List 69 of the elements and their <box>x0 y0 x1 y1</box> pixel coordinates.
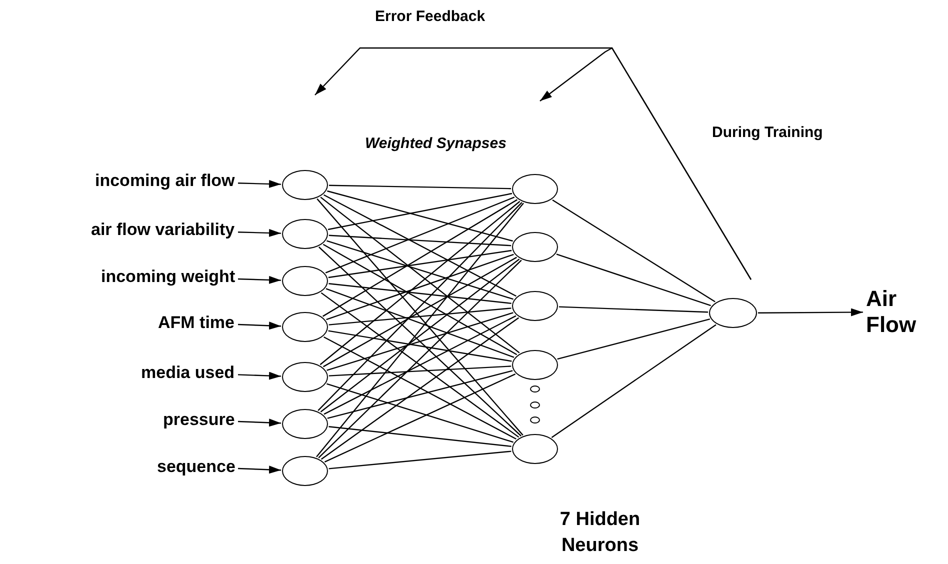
connection-line <box>556 254 711 306</box>
arrow <box>540 47 752 280</box>
input-label: AFM time <box>158 313 234 333</box>
annotation-text: Error Feedback <box>375 8 486 25</box>
connection-line <box>557 318 710 360</box>
connection-line <box>325 196 515 274</box>
neuron-circle <box>282 362 328 392</box>
connection-line <box>324 194 516 297</box>
connection-line <box>326 240 514 300</box>
connection-line <box>320 292 520 438</box>
connection-line <box>551 324 716 438</box>
annotation-text: 7 Hidden Neurons <box>558 508 642 558</box>
neuron-circle <box>512 232 558 262</box>
connection-line <box>318 260 522 458</box>
input-label: air flow variability <box>91 220 235 240</box>
annotation-text: Weighted Synapses <box>365 135 506 152</box>
connection-line <box>558 306 708 313</box>
arrow <box>238 180 282 188</box>
connection-line <box>326 254 514 320</box>
connection-line <box>328 426 512 447</box>
neuron-circle <box>282 312 328 342</box>
neuron-circle <box>282 266 328 296</box>
connection-line <box>322 244 518 356</box>
connection-line <box>324 374 516 462</box>
arrow <box>238 228 282 237</box>
arrow <box>238 418 282 427</box>
connection-line <box>326 383 514 443</box>
connection-line <box>318 246 522 436</box>
arrow <box>238 372 282 380</box>
connection-line <box>324 315 516 415</box>
arrow <box>238 466 282 474</box>
neuron-circle <box>512 434 558 464</box>
connection-line <box>328 330 512 362</box>
neuron-circle <box>512 174 558 204</box>
neuron-circle <box>282 456 328 486</box>
input-label: media used <box>141 363 235 383</box>
connection-line <box>328 308 512 326</box>
arrow <box>238 322 282 330</box>
connection-line <box>328 250 512 278</box>
connection-line <box>324 336 516 440</box>
connection-line <box>327 370 513 419</box>
neuron-circle <box>282 409 328 439</box>
connection-line <box>326 288 514 358</box>
connection-line <box>326 312 514 371</box>
connection-line <box>322 199 518 317</box>
arrow <box>238 276 282 284</box>
output-label: Air Flow <box>866 286 946 338</box>
neuron-circle <box>512 291 558 321</box>
input-label: incoming weight <box>101 267 236 287</box>
connection-line <box>328 192 512 230</box>
connection-line <box>328 234 512 246</box>
neuron-circle <box>282 219 328 249</box>
connection-line <box>328 450 512 470</box>
neuron-circle <box>512 350 558 380</box>
connection-line <box>327 190 513 242</box>
connection-line <box>320 258 520 412</box>
connection-line <box>328 184 512 190</box>
connection-line <box>328 366 512 376</box>
neuron-circle <box>709 298 757 328</box>
connection-line <box>552 200 716 302</box>
connection-line <box>323 256 517 368</box>
input-label: incoming air flow <box>95 171 235 191</box>
neuron-circle <box>282 170 328 200</box>
connection-line <box>328 283 512 304</box>
arrow <box>758 308 863 316</box>
input-label: sequence <box>157 457 236 477</box>
annotation-text: During Training <box>712 124 823 141</box>
input-label: pressure <box>163 410 235 430</box>
connection-line <box>320 317 520 460</box>
